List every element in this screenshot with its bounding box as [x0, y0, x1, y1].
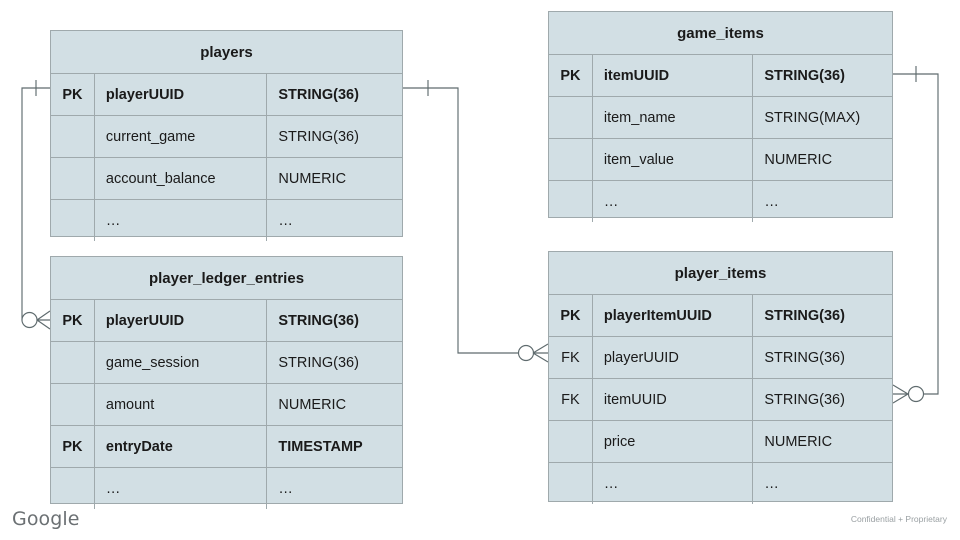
- row-key: PK: [51, 300, 95, 341]
- row-type: STRING(36): [278, 128, 359, 145]
- table-row[interactable]: game_session STRING(36): [51, 342, 402, 384]
- table-row[interactable]: PK playerUUID STRING(36): [51, 300, 402, 342]
- entity-player-items[interactable]: player_items PK playerItemUUID STRING(36…: [548, 251, 893, 504]
- table-row[interactable]: PK playerItemUUID STRING(36): [549, 295, 892, 337]
- row-type: NUMERIC: [764, 433, 833, 450]
- row-type: NUMERIC: [278, 396, 347, 413]
- row-type: STRING(36): [278, 86, 359, 103]
- row-name: …: [593, 463, 754, 504]
- table-row[interactable]: item_name STRING(MAX): [549, 97, 892, 139]
- row-name: …: [95, 200, 268, 241]
- entity-players[interactable]: players PK playerUUID STRING(36) current…: [50, 30, 403, 241]
- row-key: [549, 97, 593, 138]
- row-name: itemUUID: [593, 55, 754, 96]
- row-key: PK: [51, 74, 95, 115]
- row-type: STRING(36): [764, 67, 845, 84]
- relationship-players-to-ledger: [21, 80, 51, 330]
- entity-title-game-items: game_items: [549, 12, 892, 55]
- row-type: STRING(36): [764, 391, 845, 408]
- row-key: [549, 421, 593, 462]
- row-name: amount: [95, 384, 268, 425]
- row-name: item_value: [593, 139, 754, 180]
- table-row[interactable]: PK itemUUID STRING(36): [549, 55, 892, 97]
- row-name: account_balance: [95, 158, 268, 199]
- row-type: STRING(36): [764, 307, 845, 324]
- row-name: playerUUID: [593, 337, 754, 378]
- table-row[interactable]: … …: [51, 468, 402, 509]
- table-row[interactable]: FK playerUUID STRING(36): [549, 337, 892, 379]
- confidentiality-notice: Confidential + Proprietary: [850, 514, 947, 524]
- row-type: …: [278, 480, 293, 497]
- row-type: …: [278, 212, 293, 229]
- row-name: entryDate: [95, 426, 268, 467]
- row-type: …: [764, 475, 779, 492]
- row-key: [51, 200, 95, 241]
- entity-player-ledger-entries[interactable]: player_ledger_entries PK playerUUID STRI…: [50, 256, 403, 509]
- row-key: FK: [549, 337, 593, 378]
- row-name: …: [593, 181, 754, 222]
- row-key: PK: [51, 426, 95, 467]
- row-key: [51, 116, 95, 157]
- row-type: STRING(36): [278, 312, 359, 329]
- row-key: PK: [549, 55, 593, 96]
- table-row[interactable]: … …: [549, 181, 892, 222]
- google-logo: Google: [12, 508, 80, 530]
- entity-title-player-ledger-entries: player_ledger_entries: [51, 257, 402, 300]
- row-key: [51, 158, 95, 199]
- row-key: [549, 463, 593, 504]
- row-key: PK: [549, 295, 593, 336]
- table-row[interactable]: PK playerUUID STRING(36): [51, 74, 402, 116]
- row-type: NUMERIC: [764, 151, 833, 168]
- relationship-players-to-player-items: [403, 80, 549, 363]
- entity-game-items[interactable]: game_items PK itemUUID STRING(36) item_n…: [548, 11, 893, 222]
- table-row[interactable]: price NUMERIC: [549, 421, 892, 463]
- table-row[interactable]: … …: [549, 463, 892, 504]
- table-row[interactable]: account_balance NUMERIC: [51, 158, 402, 200]
- row-type: STRING(MAX): [764, 109, 861, 126]
- row-type: STRING(36): [278, 354, 359, 371]
- row-type: STRING(36): [764, 349, 845, 366]
- row-key: FK: [549, 379, 593, 420]
- row-name: itemUUID: [593, 379, 754, 420]
- row-name: current_game: [95, 116, 268, 157]
- row-name: playerUUID: [95, 300, 268, 341]
- table-row[interactable]: PK entryDate TIMESTAMP: [51, 426, 402, 468]
- entity-title-player-items: player_items: [549, 252, 892, 295]
- table-row[interactable]: item_value NUMERIC: [549, 139, 892, 181]
- row-key: [549, 181, 593, 222]
- table-row[interactable]: current_game STRING(36): [51, 116, 402, 158]
- row-key: [51, 468, 95, 509]
- row-type: …: [764, 193, 779, 210]
- row-key: [549, 139, 593, 180]
- table-row[interactable]: FK itemUUID STRING(36): [549, 379, 892, 421]
- row-name: playerUUID: [95, 74, 268, 115]
- row-type: TIMESTAMP: [278, 438, 363, 455]
- row-key: [51, 342, 95, 383]
- entity-title-players: players: [51, 31, 402, 74]
- row-name: game_session: [95, 342, 268, 383]
- row-type: NUMERIC: [278, 170, 347, 187]
- row-name: item_name: [593, 97, 754, 138]
- relationship-game-items-to-player-items: [892, 66, 939, 404]
- row-key: [51, 384, 95, 425]
- row-name: …: [95, 468, 268, 509]
- table-row[interactable]: … …: [51, 200, 402, 241]
- row-name: price: [593, 421, 754, 462]
- table-row[interactable]: amount NUMERIC: [51, 384, 402, 426]
- row-name: playerItemUUID: [593, 295, 754, 336]
